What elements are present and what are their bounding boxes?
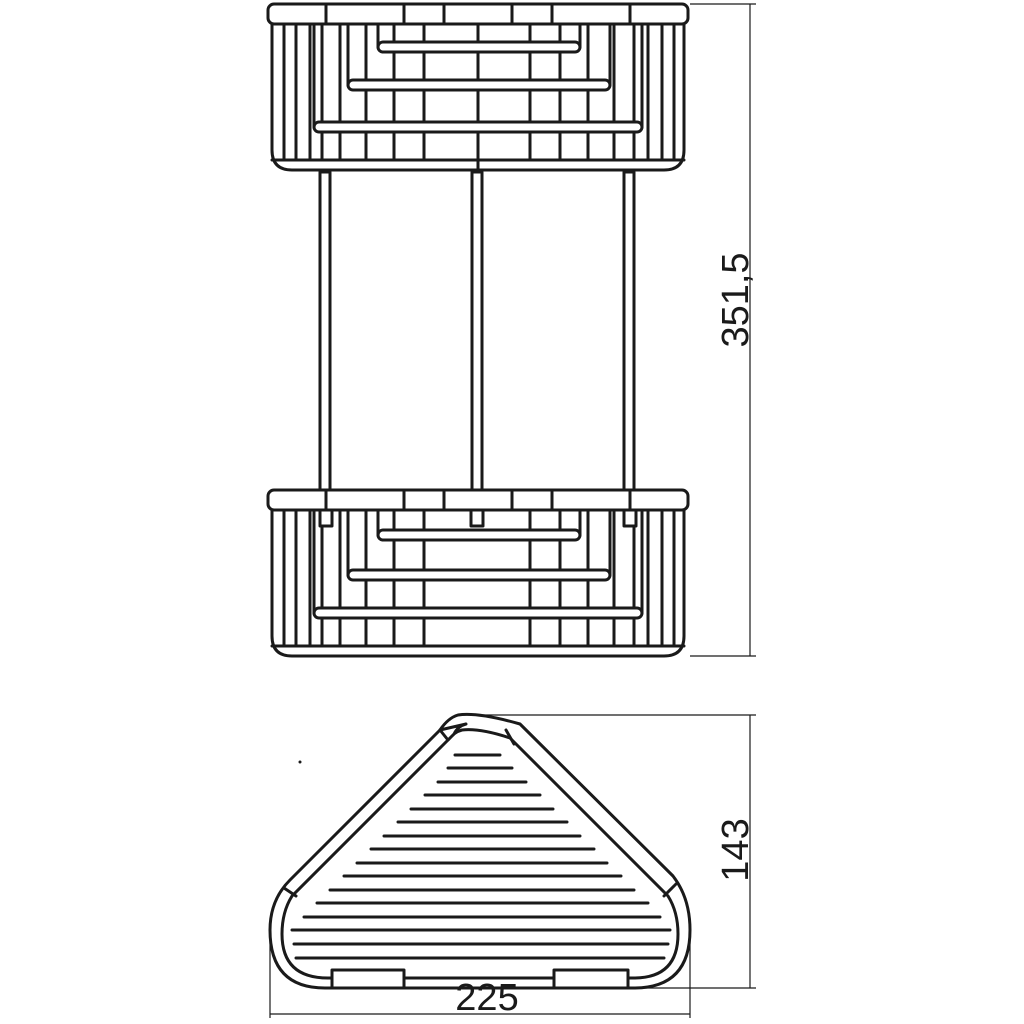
front-view: 351,5 — [266, 2, 757, 658]
rod-stub-center — [469, 508, 485, 528]
upper-wires — [282, 22, 676, 162]
front-clip-left — [330, 968, 406, 990]
rod-stub-right — [622, 508, 638, 528]
depth-dimension: 143 — [470, 714, 757, 989]
top-view: 143 225 — [268, 712, 757, 1019]
height-dimension-label: 351,5 — [715, 252, 757, 347]
lower-basket-body — [270, 508, 686, 658]
corner-cap-back — [438, 722, 468, 742]
lower-inner-frame-bottom — [312, 606, 644, 620]
support-rod-center — [470, 170, 484, 492]
tray-outline — [268, 712, 692, 990]
upper-inner-frame-middle — [346, 78, 612, 92]
upper-basket — [266, 2, 690, 174]
front-clip-right — [552, 968, 630, 990]
support-rod-left — [318, 170, 332, 492]
tray-slats-lower — [290, 766, 672, 960]
height-dimension: 351,5 — [690, 3, 757, 657]
depth-dimension-label: 143 — [715, 818, 757, 881]
lower-rim — [266, 488, 690, 512]
upper-inner-frame-top — [376, 40, 582, 54]
upper-rim — [266, 2, 690, 26]
rod-stub-left — [318, 508, 334, 528]
lower-basket — [266, 488, 690, 658]
tray-inner-outline — [280, 728, 680, 980]
support-rod-right — [622, 170, 636, 492]
lower-inner-frame-top — [376, 528, 582, 542]
width-dimension-label: 225 — [455, 977, 518, 1019]
support-rods — [318, 170, 636, 492]
tray-slats — [292, 753, 670, 946]
width-dimension: 225 — [269, 930, 691, 1019]
upper-inner-frame-bottom — [312, 120, 644, 134]
lower-inner-frame-middle — [346, 568, 612, 582]
